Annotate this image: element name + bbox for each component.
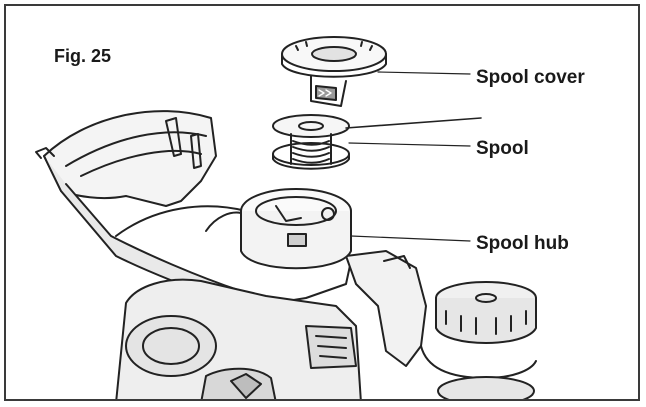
leader-spool: [348, 142, 471, 147]
spool-hub-part: [205, 188, 352, 270]
exploded-view-drawing: [35, 36, 537, 399]
callout-spool-cover: Spool cover: [476, 67, 585, 88]
spool-cover-part: [281, 36, 387, 107]
motor-housing: [115, 278, 362, 399]
leader-lines: [348, 71, 471, 242]
callout-spool: Spool: [476, 138, 529, 159]
leader-spool-hub: [350, 235, 471, 242]
callout-spool-hub: Spool hub: [476, 233, 569, 254]
wheel-assembly: [345, 250, 537, 399]
figure-label: Fig. 25: [54, 46, 112, 66]
leader-spool-cover: [377, 71, 471, 75]
figure-frame: Fig. 25 Spool cover Spool Spool hub: [4, 4, 640, 401]
spool-part: [272, 114, 482, 170]
